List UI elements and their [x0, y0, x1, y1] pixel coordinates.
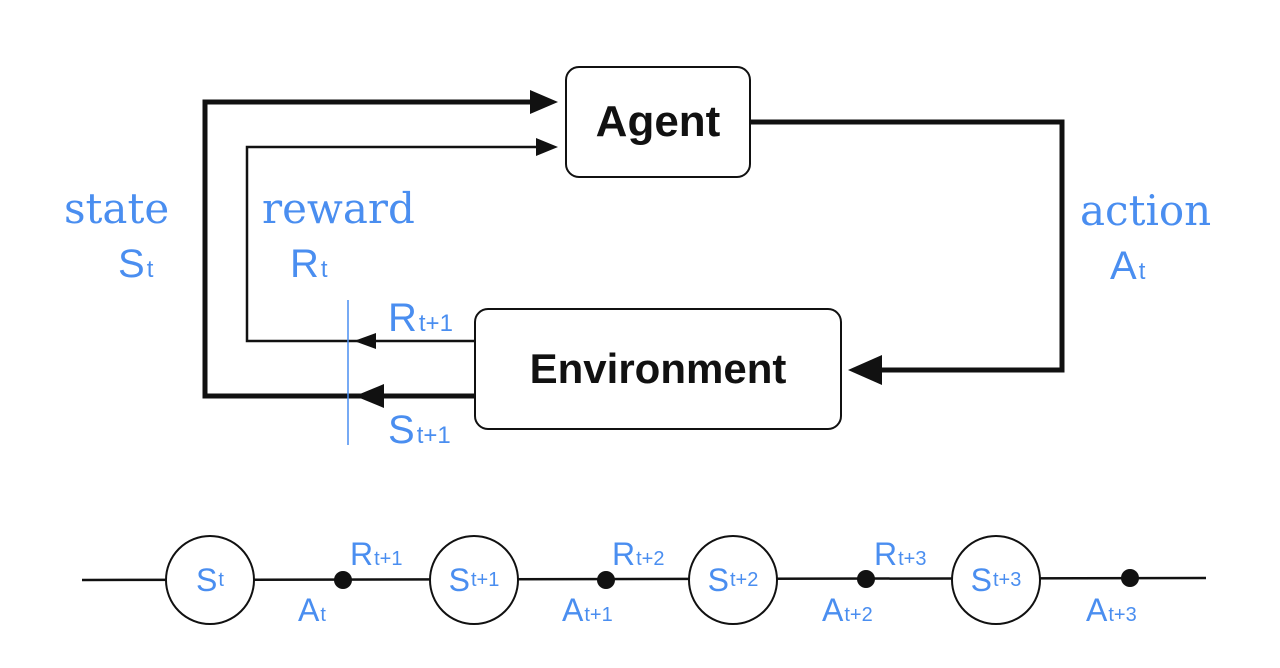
trajectory-action-label: At+3 [1086, 592, 1137, 628]
reward-word: reward [262, 184, 415, 233]
reward-arrowhead-env [354, 333, 376, 349]
action-line [751, 119, 1065, 373]
state-word: state [64, 184, 170, 233]
next-state-label: St+1 [388, 408, 451, 452]
state-symbol: St [118, 242, 154, 286]
reward-arrowhead-agent [536, 138, 558, 156]
action-word: action [1080, 186, 1212, 235]
trajectory-reward-label: Rt+3 [874, 536, 927, 572]
environment-box: Environment [474, 308, 842, 430]
trajectory-action-label: At+2 [822, 592, 873, 628]
trajectory-action-dot [857, 570, 875, 588]
trajectory-action-dot [1121, 569, 1139, 587]
reward-symbol: Rt [290, 242, 328, 286]
state-loop-line [202, 99, 535, 399]
next-reward-label: Rt+1 [388, 296, 453, 340]
trajectory-reward-label: Rt+2 [612, 536, 665, 572]
trajectory-action-dot [334, 571, 352, 589]
trajectory-reward-label: Rt+1 [350, 536, 403, 572]
trajectory-action-label: At [298, 592, 326, 628]
state-arrowhead-env [355, 384, 384, 408]
agent-label: Agent [595, 97, 721, 146]
state-arrowhead-agent [530, 90, 558, 114]
trajectory-action-label: At+1 [562, 592, 613, 628]
action-symbol: At [1110, 244, 1146, 288]
action-arrowhead-env [848, 355, 882, 385]
environment-label: Environment [529, 345, 787, 392]
agent-box: Agent [565, 66, 751, 178]
trajectory-action-dot [597, 571, 615, 589]
